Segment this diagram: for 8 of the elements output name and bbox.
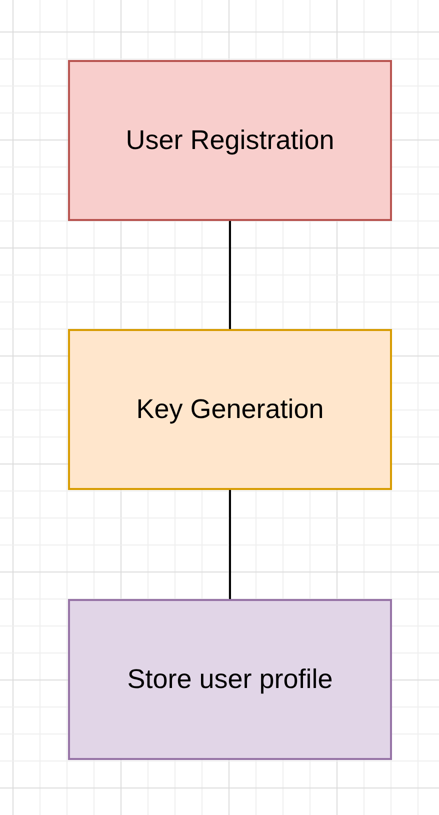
process-box xyxy=(68,60,392,221)
box-label: User Registration xyxy=(126,125,334,156)
box-label: Store user profile xyxy=(127,664,333,695)
box-label: Key Generation xyxy=(136,394,324,425)
process-box xyxy=(68,599,392,760)
connector-line xyxy=(229,490,231,599)
process-box xyxy=(68,329,392,490)
connector-line xyxy=(229,221,231,329)
